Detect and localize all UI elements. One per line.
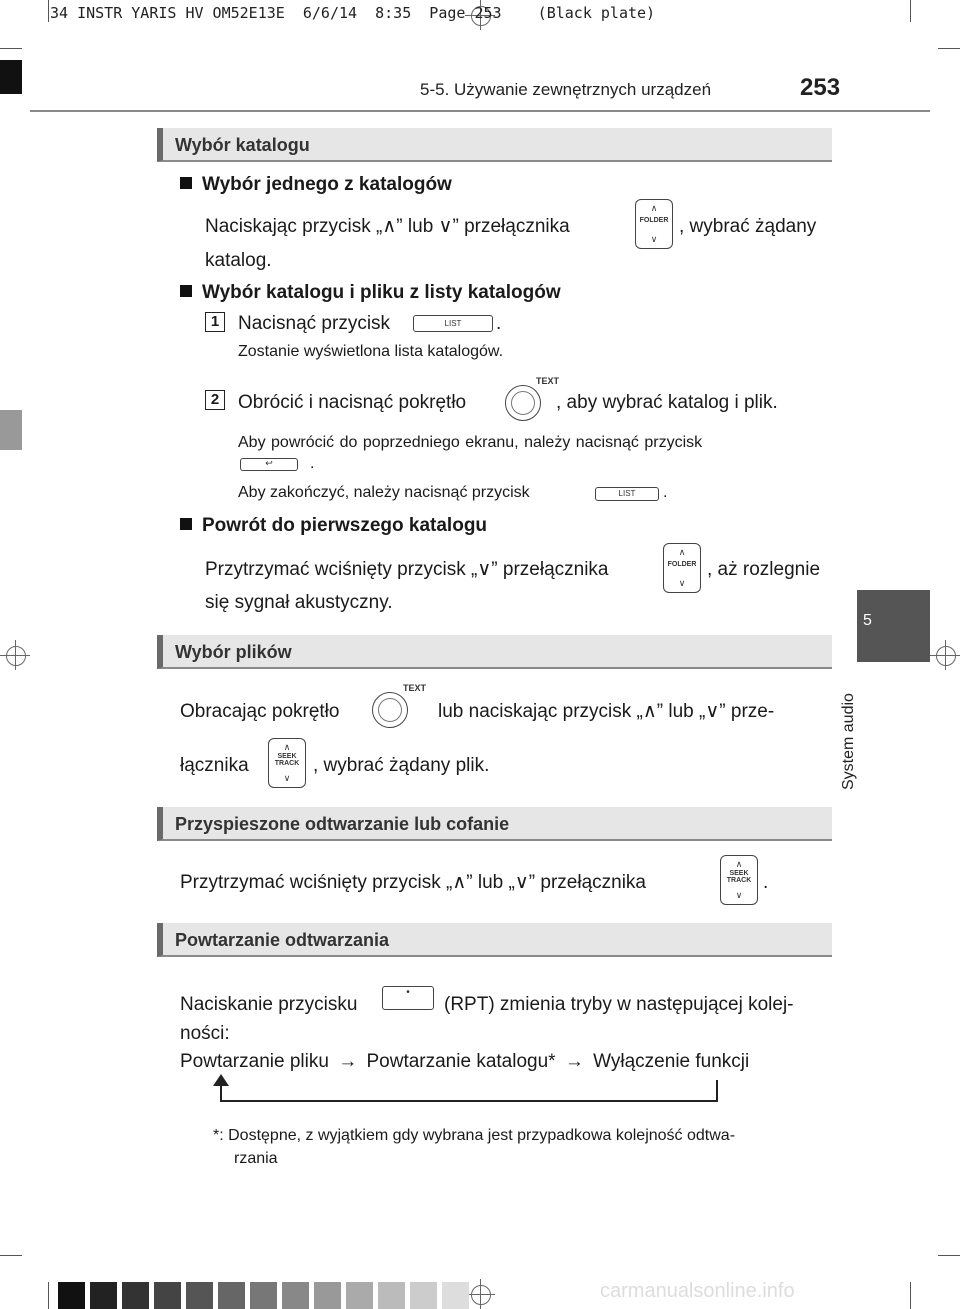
color-swatch	[90, 1282, 117, 1309]
crop-mark	[0, 1255, 22, 1256]
registration-mark	[465, 0, 495, 30]
paragraph-line: ności:	[180, 1023, 230, 1044]
paragraph-line: Naciskanie przycisku	[180, 994, 358, 1015]
color-swatch	[282, 1282, 309, 1309]
step-text: Obrócić i nacisnąć pokrętło	[238, 392, 467, 413]
section-heading: Powtarzanie odtwarzania	[157, 923, 832, 957]
color-swatch	[346, 1282, 373, 1309]
watermark: carmanualsonline.info	[600, 1280, 795, 1302]
folder-switch-icon: ∧FOLDER∨	[663, 543, 701, 593]
section-heading: Wybór plików	[157, 635, 832, 669]
color-swatch	[378, 1282, 405, 1309]
plate-line: 34 INSTR YARIS HV OM52E13E 6/6/14 8:35 P…	[50, 4, 656, 22]
color-swatch	[218, 1282, 245, 1309]
period: .	[496, 313, 502, 334]
step-text: , aby wybrać katalog i plik.	[556, 392, 778, 413]
step-number: 2	[205, 390, 225, 410]
chapter-title: 5-5. Używanie zewnętrznych urządzeń	[420, 80, 712, 99]
folder-switch-icon: ∧FOLDER∨	[635, 199, 673, 249]
color-swatch	[58, 1282, 85, 1309]
crop-mark	[0, 48, 22, 49]
note-text: Zostanie wyświetlona lista katalogów.	[238, 343, 504, 360]
period: .	[663, 484, 668, 501]
chapter-tab-label: System audio	[840, 693, 857, 790]
chapter-tab: 5	[857, 590, 930, 662]
paragraph-line: Obracając pokrętło	[180, 701, 340, 722]
flow-sequence: Powtarzanie pliku → Powtarzanie katalogu…	[180, 1051, 750, 1072]
paragraph-line: Naciskając przycisk „∧” lub ∨” przełączn…	[205, 216, 570, 237]
text-knob-icon: TEXT	[372, 683, 426, 728]
section-heading: Wybór katalogu	[157, 128, 832, 162]
left-black-bar	[0, 60, 22, 94]
color-swatch	[250, 1282, 277, 1309]
chapter-tab-number: 5	[863, 612, 872, 629]
paragraph-line: lub naciskając przycisk „∧” lub „∨” prze…	[438, 701, 775, 722]
footnote: rzania	[234, 1150, 278, 1167]
registration-mark	[0, 640, 30, 670]
paragraph-line: się sygnał akustyczny.	[205, 592, 393, 613]
period: .	[763, 872, 769, 893]
crop-mark	[910, 0, 911, 22]
list-button-icon: LIST	[595, 487, 659, 501]
period: .	[310, 455, 315, 472]
paragraph-line: katalog.	[205, 250, 272, 271]
list-button-icon: LIST	[413, 315, 493, 332]
rpt-button-icon: •	[382, 986, 434, 1010]
color-swatch	[410, 1282, 437, 1309]
crop-mark	[48, 1282, 49, 1309]
color-swatch	[186, 1282, 213, 1309]
subheading: Wybór jednego z katalogów	[180, 174, 452, 196]
step-number: 1	[205, 312, 225, 332]
registration-mark	[930, 640, 960, 670]
left-gray-bar	[0, 410, 22, 450]
paragraph-line: (RPT) zmienia tryby w następującej kolej…	[444, 994, 794, 1015]
page-number: 253	[800, 74, 841, 101]
paragraph-line: Przytrzymać wciśnięty przycisk „∨” przeł…	[205, 559, 609, 580]
section-heading: Przyspieszone odtwarzanie lub cofanie	[157, 807, 832, 841]
note-text: Aby zakończyć, należy nacisnąć przycisk	[238, 484, 530, 501]
subheading: Powrót do pierwszego katalogu	[180, 515, 487, 537]
color-swatch	[122, 1282, 149, 1309]
color-swatch	[314, 1282, 341, 1309]
color-swatch	[154, 1282, 181, 1309]
registration-mark	[465, 1279, 495, 1309]
crop-mark	[938, 48, 960, 49]
paragraph-line: , wybrać żądany plik.	[313, 755, 490, 776]
step-text: Nacisnąć przycisk	[238, 313, 391, 334]
crop-mark	[48, 0, 49, 22]
subheading: Wybór katalogu i pliku z listy katalogów	[180, 282, 561, 304]
header-rule	[30, 110, 930, 112]
footnote: *: Dostępne, z wyjątkiem gdy wybrana jes…	[213, 1127, 736, 1144]
paragraph-line: , wybrać żądany	[679, 216, 817, 237]
note-text: Aby powrócić do poprzedniego ekranu, nal…	[238, 434, 703, 451]
crop-mark	[910, 1282, 911, 1309]
paragraph-line: łącznika	[180, 755, 249, 776]
text-knob-icon: TEXT	[505, 376, 559, 421]
crop-mark	[938, 1255, 960, 1256]
color-swatch	[442, 1282, 469, 1309]
paragraph-line: Przytrzymać wciśnięty przycisk „∧” lub „…	[180, 872, 646, 893]
back-button-icon: ↩	[240, 458, 298, 471]
paragraph-line: , aż rozlegnie	[707, 559, 821, 580]
